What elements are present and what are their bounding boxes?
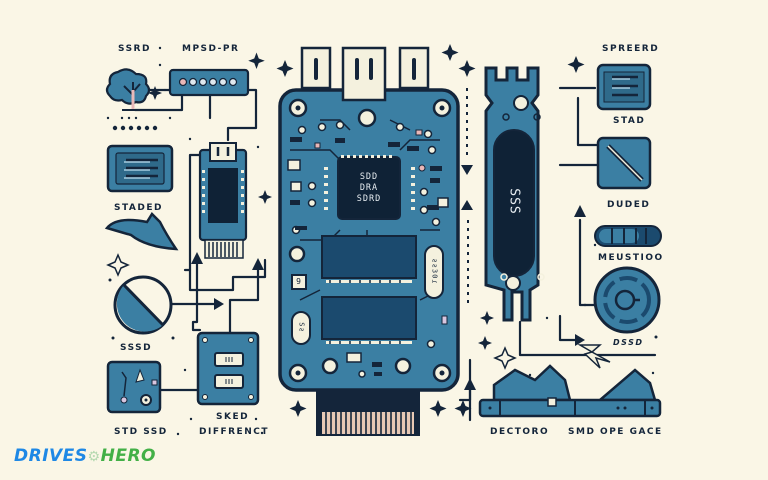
ssd-panel-icon <box>106 360 162 414</box>
chip-label: SDD DRA SDRD <box>342 172 396 205</box>
logo-part-hero: HERO <box>100 446 156 466</box>
lightning-icon <box>577 344 611 369</box>
label-sked: SKED <box>216 412 250 422</box>
memory-module-icon <box>198 142 248 259</box>
label-mpsd-pr: MPSD-PR <box>182 44 240 54</box>
logo-part-drives: DRIVES <box>14 446 88 466</box>
gear-icon: ⚙ <box>87 449 101 465</box>
slash-panel-icon <box>596 136 652 190</box>
label-dectoro: DECTORO <box>490 427 550 437</box>
label-duded: DUDED <box>607 200 651 210</box>
label-std-ssd: STD SSD <box>114 427 168 437</box>
disk-icon <box>593 266 661 334</box>
small-badge: 9 <box>296 277 302 286</box>
port-strip-icon <box>168 68 250 97</box>
half-circle-icon <box>113 275 173 335</box>
tree-icon <box>105 68 151 111</box>
display-panel-icon <box>106 144 174 193</box>
label-spreerd: SPREERD <box>602 44 660 54</box>
progress-bar-icon <box>594 225 662 247</box>
ssd-slot-board <box>484 66 545 322</box>
label-stad: STAD <box>613 116 646 126</box>
drives-hero-logo: DRIVES⚙HERO <box>14 446 156 466</box>
label-ssrd: SSRD <box>118 44 151 54</box>
label-sssd: SSSD <box>120 343 153 353</box>
menu-panel-icon <box>596 63 652 111</box>
chip-line-2: DRA <box>359 183 379 193</box>
label-staded: STADED <box>114 203 163 213</box>
chip-line-1: SDD <box>359 172 379 182</box>
label-dssd: DSSD <box>613 338 644 347</box>
switch-module-icon <box>196 331 260 406</box>
landscape-base-icon <box>478 364 662 418</box>
slot-label: SSS <box>506 188 522 215</box>
side-badge-2: Sƨ <box>297 322 306 333</box>
label-smd-ope-gace: SMD OPE GACE <box>568 427 663 437</box>
chip-line-3: SDRD <box>356 194 382 204</box>
label-meustioo: MEUSTIOO <box>598 253 664 263</box>
ssd-circuit-board <box>278 46 460 436</box>
side-badge-1: ƨƨ30ɾ <box>430 258 439 285</box>
label-diffrenct: DIFFRENCT <box>199 427 269 437</box>
wedge-icon <box>104 212 179 251</box>
